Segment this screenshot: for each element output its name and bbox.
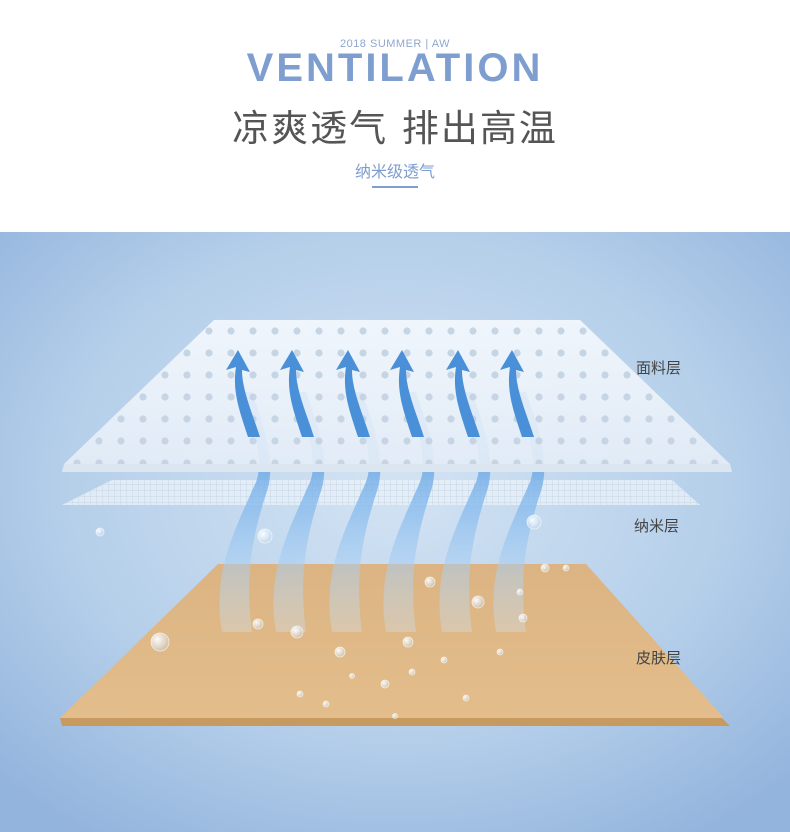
water-droplet-icon [562, 564, 570, 572]
water-droplet-icon [516, 588, 524, 596]
header: 2018 SUMMER | AW VENTILATION 凉爽透气 排出高温 纳… [0, 0, 790, 232]
airflow-stream [219, 392, 271, 632]
water-droplets [95, 514, 570, 719]
water-droplet-icon [440, 656, 448, 664]
layer-diagram: 面料层 纳米层 皮肤层 [0, 232, 790, 832]
water-droplet-icon [322, 700, 330, 708]
water-droplet-icon [290, 625, 304, 639]
nano-mesh-layer [62, 480, 700, 505]
water-droplet-icon [380, 679, 390, 689]
page-subtitle: 纳米级透气 [354, 162, 435, 181]
airflow-stream [439, 392, 491, 632]
layer-label-fabric: 面料层 [636, 359, 682, 377]
arrow-up-icon [446, 350, 480, 437]
subtitle-underline [372, 186, 418, 188]
fabric-layer [62, 320, 732, 472]
page-title: 凉爽透气 排出高温 [232, 107, 558, 150]
diagram-svg [0, 232, 790, 832]
arrow-up-icon [226, 350, 260, 437]
layer-label-nano: 纳米层 [634, 517, 680, 535]
airflow-stream [273, 392, 325, 632]
water-droplet-icon [496, 648, 504, 656]
arrow-up-icon [280, 350, 314, 437]
headline: VENTILATION [246, 46, 544, 90]
water-droplet-icon [402, 636, 414, 648]
water-droplet-icon [349, 673, 355, 679]
layer-label-skin: 皮肤层 [636, 649, 682, 667]
airflow-stream [329, 392, 381, 632]
arrow-up-icon [336, 350, 370, 437]
water-droplet-icon [150, 632, 170, 652]
water-droplet-icon [424, 576, 436, 588]
water-droplet-icon [296, 690, 304, 698]
water-droplet-icon [518, 613, 528, 623]
airflow-arrows [226, 350, 534, 437]
airflow-stream [493, 392, 545, 632]
water-droplet-icon [252, 618, 264, 630]
arrow-up-icon [500, 350, 534, 437]
water-droplet-icon [257, 528, 273, 544]
water-droplet-icon [540, 563, 550, 573]
arrow-up-icon [390, 350, 424, 437]
airflow-streams [219, 392, 545, 632]
water-droplet-icon [462, 694, 470, 702]
season-tag: 2018 SUMMER | AW [339, 38, 451, 50]
water-droplet-icon [471, 595, 485, 609]
water-droplet-icon [334, 646, 346, 658]
water-droplet-icon [526, 514, 542, 530]
water-droplet-icon [95, 527, 105, 537]
water-droplet-icon [392, 713, 398, 719]
water-droplet-icon [408, 668, 416, 676]
airflow-stream [383, 392, 435, 632]
